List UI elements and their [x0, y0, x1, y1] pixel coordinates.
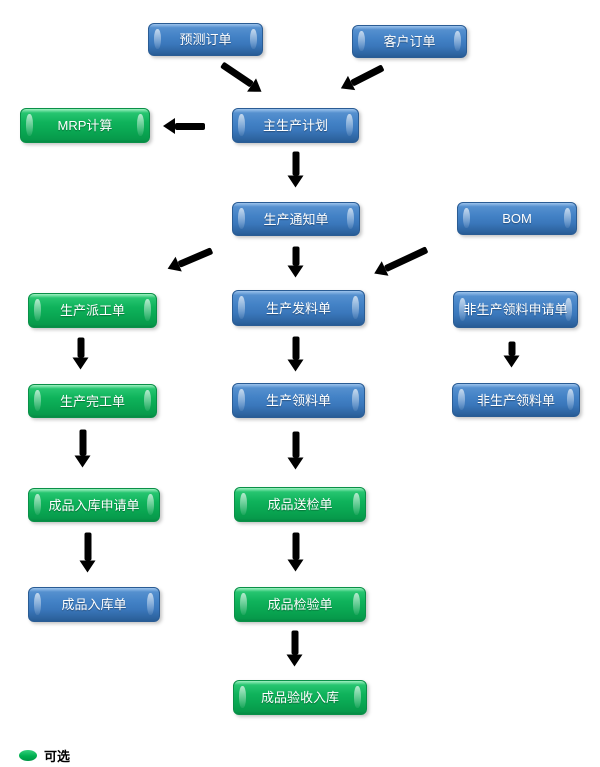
- node-label: 成品检验单: [267, 597, 333, 612]
- arrow-dispatch-to-completion: [77, 337, 85, 358]
- arrow-completion-to-inbound-apply: [79, 429, 87, 456]
- node-label: 非生产领料申请单: [463, 302, 568, 317]
- node-label: 成品送检单: [267, 497, 333, 512]
- legend: 可选: [19, 746, 70, 765]
- legend-optional-label: 可选: [44, 749, 71, 764]
- arrow-requisition-to-inspection-send: [292, 431, 300, 458]
- node-production-notice: 生产通知单: [232, 202, 360, 236]
- node-label: 客户订单: [383, 34, 436, 49]
- node-bom: BOM: [457, 202, 577, 235]
- node-label: 主生产计划: [262, 118, 328, 133]
- arrow-notice-to-issue: [292, 246, 300, 266]
- node-label: 成品入库申请单: [48, 497, 140, 513]
- node-fg-inspection: 成品检验单: [234, 587, 366, 622]
- arrow-nonprod-apply-to-nonprod: [508, 341, 516, 356]
- node-fg-inbound-apply: 成品入库申请单: [28, 488, 160, 522]
- node-customer-order: 客户订单: [352, 25, 467, 58]
- node-label: 生产通知单: [263, 211, 329, 227]
- node-label: 成品验收入库: [260, 690, 339, 705]
- node-label: MRP计算: [57, 118, 113, 133]
- arrow-master-to-notice: [292, 151, 300, 176]
- node-production-material-issue: 生产发料单: [232, 290, 365, 326]
- node-fg-inspection-send: 成品送检单: [234, 487, 366, 522]
- node-label: 非生产领料单: [476, 392, 555, 408]
- node-production-requisition: 生产领料单: [232, 383, 365, 418]
- node-production-completion: 生产完工单: [28, 384, 157, 418]
- legend-optional-swatch: [19, 750, 37, 761]
- arrow-inspection-to-receipt: [291, 630, 299, 655]
- node-forecast-order: 预测订单: [148, 23, 263, 56]
- arrow-forecast-to-master: [220, 61, 254, 88]
- node-label: 生产派工单: [59, 303, 125, 318]
- node-master-production-plan: 主生产计划: [232, 108, 359, 143]
- node-fg-receipt-inbound: 成品验收入库: [233, 680, 367, 715]
- node-label: 成品入库单: [61, 597, 127, 612]
- arrow-customer-to-master: [350, 64, 385, 87]
- node-label: 生产发料单: [265, 300, 331, 316]
- node-fg-inbound: 成品入库单: [28, 587, 160, 622]
- node-label: 预测订单: [179, 32, 232, 47]
- node-label: BOM: [502, 211, 532, 226]
- node-production-dispatch: 生产派工单: [28, 293, 157, 328]
- arrow-issue-to-requisition: [292, 336, 300, 360]
- node-nonproduction-requisition-apply: 非生产领料申请单: [453, 291, 578, 328]
- arrow-bom-to-issue: [383, 246, 429, 273]
- arrow-master-to-mrp: [175, 123, 205, 130]
- node-nonproduction-requisition: 非生产领料单: [452, 383, 580, 417]
- arrow-notice-to-dispatch: [177, 247, 214, 268]
- node-mrp-calculation: MRP计算: [20, 108, 150, 143]
- arrow-inbound-apply-to-inbound: [84, 532, 92, 561]
- node-label: 生产领料单: [265, 393, 331, 408]
- arrow-inspection-send-to-inspection: [292, 532, 300, 560]
- node-label: 生产完工单: [59, 393, 125, 409]
